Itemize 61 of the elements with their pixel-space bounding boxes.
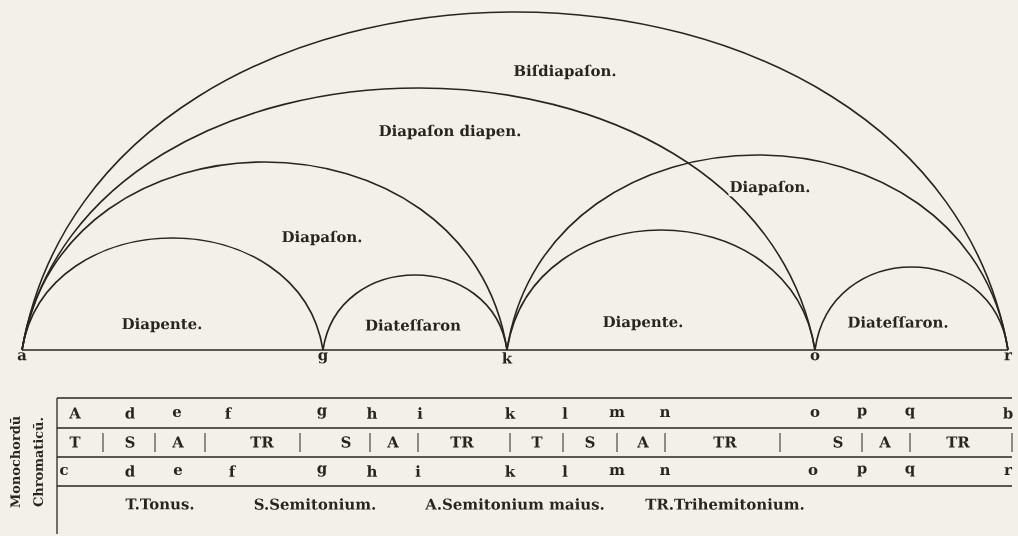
point-letter: g (318, 352, 328, 364)
table-text: S (125, 436, 135, 448)
table-text: l (562, 407, 568, 419)
table-text: i (415, 465, 421, 477)
table-text: S (833, 436, 843, 448)
point-letter: r (1004, 352, 1013, 361)
table-text: l (562, 465, 568, 477)
table-text: A (637, 436, 649, 448)
arc (506, 229, 816, 351)
table-text: g (317, 407, 327, 419)
table-text: k (505, 465, 516, 477)
table-text: A (879, 436, 891, 448)
table-text: n (660, 467, 671, 475)
side-label: Monochordū (9, 416, 21, 508)
table-text: p (857, 465, 867, 477)
side-label: Chromaticū. (32, 418, 44, 507)
table-text: TR (450, 436, 474, 448)
table-text: q (905, 407, 915, 419)
table-text: S (585, 436, 595, 448)
table-text: T.Tonus. (125, 498, 194, 510)
arc (21, 237, 324, 351)
table-text: e (172, 408, 182, 418)
table-text: A (69, 407, 81, 419)
point-letter: a (17, 352, 27, 361)
table-text: f (225, 407, 233, 419)
table-text: A.Semitonium maius. (425, 498, 604, 510)
table-text: T (531, 436, 543, 448)
table-text: TR (250, 436, 274, 448)
arc (814, 266, 1009, 351)
point-letter: o (810, 352, 820, 361)
table-text: p (857, 407, 867, 419)
table-text: h (367, 465, 378, 477)
table-text: g (317, 465, 327, 477)
table-text: c (60, 466, 68, 476)
table-text: A (387, 436, 399, 448)
table-text: d (125, 465, 135, 477)
arc-label: Diateſſaron. (846, 315, 950, 329)
table-text: k (505, 407, 516, 419)
table-text: h (367, 407, 378, 419)
table-text: r (1004, 467, 1013, 475)
arc-label: Diateſſaron (364, 318, 462, 332)
table-text: e (173, 466, 183, 476)
table-text: d (125, 407, 135, 419)
table-text: b (1003, 407, 1013, 419)
arc (322, 274, 508, 351)
table-text: S.Semitonium. (254, 498, 376, 510)
table-text: m (609, 467, 625, 475)
table-text: n (660, 409, 671, 417)
table-text: i (417, 407, 423, 419)
table-text: A (172, 436, 184, 448)
table-text: TR (713, 436, 737, 448)
table-text: m (609, 409, 625, 417)
table-text: TR (946, 436, 970, 448)
table-text: q (905, 465, 915, 477)
table-text: o (808, 466, 818, 476)
table-text: S (341, 436, 351, 448)
point-letter: k (502, 352, 513, 364)
table-text: o (810, 408, 820, 418)
table-text: f (229, 465, 237, 477)
table-text: T (69, 436, 81, 448)
table-text: TR.Trihemitonium. (645, 498, 804, 510)
